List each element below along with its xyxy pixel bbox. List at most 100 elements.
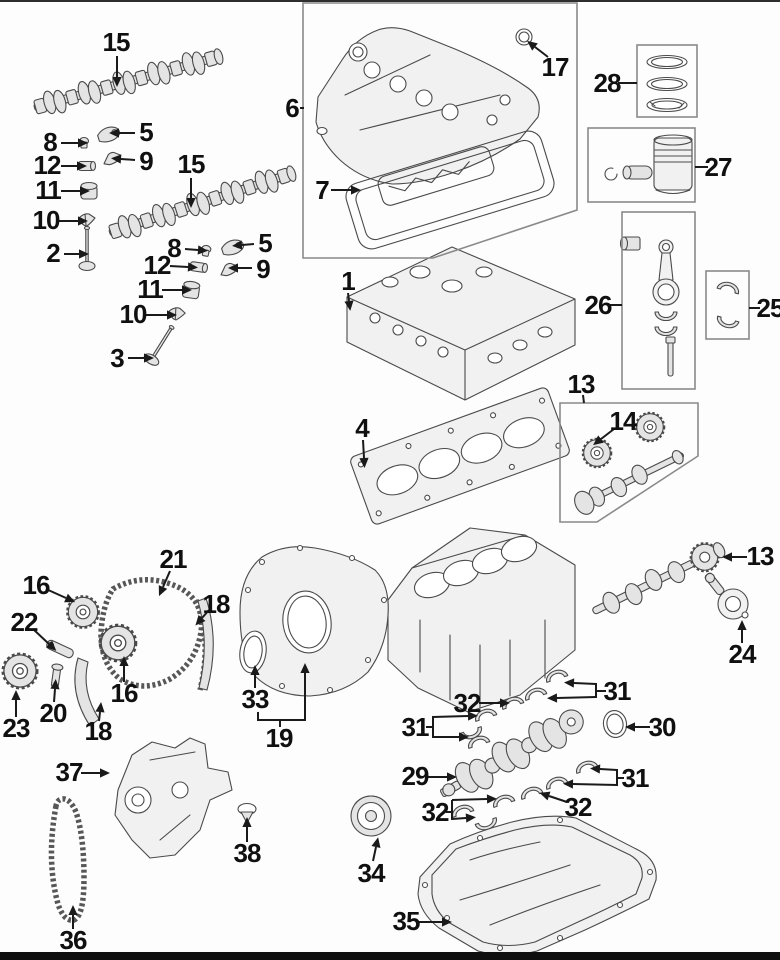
oil-pan-drawing xyxy=(417,815,657,956)
callout-arrowhead xyxy=(447,772,457,782)
callout-leader-16 xyxy=(45,588,67,599)
callout-leader-31 xyxy=(599,768,618,771)
cap-seal-drawing xyxy=(515,28,533,46)
callout-arrowhead xyxy=(593,435,604,446)
oil-pump-drawing xyxy=(114,737,233,859)
callout-arrowhead xyxy=(359,457,369,468)
callout-arrowhead xyxy=(111,154,122,164)
engine-block-drawing xyxy=(387,527,576,713)
top-border-rule xyxy=(0,0,780,2)
callout-arrowhead xyxy=(167,310,177,320)
callout-leader-31 xyxy=(432,715,469,718)
callout-leader-17 xyxy=(534,46,549,58)
callout-arrowhead xyxy=(547,693,558,703)
connecting-rod-drawing xyxy=(619,236,680,377)
callout-arrowhead xyxy=(11,690,21,700)
callout-arrowhead xyxy=(527,40,538,51)
callout-arrowhead xyxy=(45,640,57,651)
callout-arrowhead xyxy=(144,353,154,363)
balance-shaft-box-frame xyxy=(559,402,699,523)
callout-arrowhead xyxy=(300,663,310,673)
callout-arrowhead xyxy=(187,262,198,272)
callout-leader-13 xyxy=(582,394,585,404)
callout-arrowhead xyxy=(100,768,110,778)
callout-arrowhead xyxy=(197,245,208,255)
callout-arrowhead xyxy=(442,917,452,927)
callout-arrowhead xyxy=(158,585,168,597)
callout-arrowhead xyxy=(50,679,60,690)
callout-leader-31 xyxy=(556,696,597,699)
callout-arrowhead xyxy=(186,198,196,208)
callout-arrowhead xyxy=(182,285,192,295)
cylinder-head-drawing xyxy=(346,246,576,401)
callout-arrowhead xyxy=(539,791,551,801)
callout-leader-34 xyxy=(372,846,377,862)
valve-cover-box-frame xyxy=(302,2,578,259)
callout-arrowhead xyxy=(80,186,90,196)
callout-arrowhead xyxy=(625,722,635,732)
callout-leader-14 xyxy=(600,428,615,440)
callout-arrowhead xyxy=(232,240,243,250)
callout-arrowhead xyxy=(112,77,122,87)
callout-arrowhead xyxy=(351,185,361,195)
head-gasket-drawing xyxy=(350,387,570,525)
callout-arrowhead xyxy=(119,656,129,666)
callout-leader-32 xyxy=(451,798,488,801)
callout-arrowhead xyxy=(242,817,252,827)
crankshaft-drawing xyxy=(440,709,584,798)
balance-shaft-drawing xyxy=(592,542,726,615)
piston-rings-box-frame xyxy=(636,44,698,118)
callout-arrowhead xyxy=(79,249,89,259)
connecting-rod-box-frame xyxy=(621,211,696,390)
callout-leader-5 xyxy=(241,243,255,246)
callout-arrowhead xyxy=(737,620,747,630)
callout-arrowhead xyxy=(564,678,575,688)
balance-shaft-kit-drawing xyxy=(574,411,684,515)
callout-arrowhead xyxy=(250,665,260,675)
callout-arrowhead xyxy=(459,732,469,742)
tensioner-pin-drawing xyxy=(50,663,64,688)
callout-leader-20 xyxy=(53,688,56,703)
callout-arrowhead xyxy=(486,794,497,804)
callout-arrowhead xyxy=(77,161,87,171)
valve-cover-gasket-drawing xyxy=(345,130,555,250)
callout-leader-18 xyxy=(98,711,101,722)
callout-leader-18 xyxy=(201,609,210,619)
callout-arrowhead xyxy=(78,138,88,148)
bottom-border-rule xyxy=(0,952,780,960)
chain-guide-left-drawing xyxy=(74,657,100,727)
callout-arrowhead xyxy=(68,905,78,915)
rear-main-seal-drawing xyxy=(602,710,628,738)
timing-cover-drawing xyxy=(239,544,389,697)
callout-arrowhead xyxy=(228,263,238,273)
callout-leader-8 xyxy=(184,248,199,251)
callout-arrowhead xyxy=(195,614,206,626)
callout-leader-21 xyxy=(162,570,171,588)
callout-leader-9 xyxy=(120,158,136,161)
piston-box-frame xyxy=(587,127,696,203)
callout-arrowhead xyxy=(78,216,88,226)
callout-leader-12 xyxy=(169,265,189,268)
callout-leader-4 xyxy=(362,439,365,459)
rod-bearing-box-frame xyxy=(705,270,750,340)
piston-drawing xyxy=(604,134,693,195)
callout-arrowhead xyxy=(465,813,476,823)
callout-arrowhead xyxy=(109,128,119,138)
callout-arrowhead xyxy=(722,552,732,562)
valve-cover-drawing xyxy=(315,27,540,185)
callout-leader-32 xyxy=(451,817,467,820)
callout-arrowhead xyxy=(500,698,510,708)
callout-arrowhead xyxy=(344,300,354,311)
oil-pump-chain-drawing xyxy=(48,796,87,923)
callout-arrowhead xyxy=(95,702,105,713)
callout-leader-32 xyxy=(548,795,568,803)
callout-leader-31 xyxy=(573,682,597,685)
callout-leader-1 xyxy=(347,292,350,302)
callout-leader-31 xyxy=(572,783,618,786)
crank-seal-drawing xyxy=(239,630,267,674)
callout-leader-22 xyxy=(32,628,50,645)
callout-arrowhead xyxy=(590,764,601,774)
